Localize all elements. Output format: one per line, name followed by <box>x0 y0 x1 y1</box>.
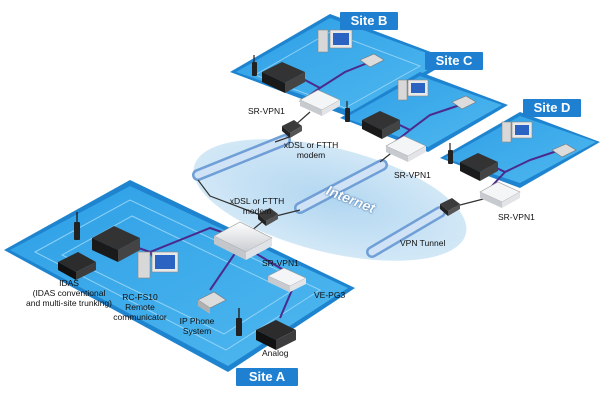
idas-label-line2: (IDAS conventional <box>32 288 106 298</box>
rc-fs10-label-line2: Remote <box>125 302 155 312</box>
pc-b <box>317 29 353 53</box>
router-d <box>479 181 521 208</box>
sr-vpn1-c-label: SR-VPN1 <box>394 170 431 180</box>
modem-a <box>258 208 278 226</box>
phone-d <box>551 143 577 158</box>
modem-a-label: xDSL or FTTH modem <box>222 196 292 216</box>
rc-fs10-label-line3: communicator <box>113 312 167 322</box>
radio-analog <box>236 308 242 336</box>
modem-b-label-line2: modem <box>296 150 326 160</box>
repeater-a <box>92 226 140 262</box>
radio-d <box>448 143 453 164</box>
ip-phone-label: IP Phone System <box>170 316 224 336</box>
phone-a <box>197 291 227 314</box>
modem-b-label-line1: xDSL or FTTH <box>283 140 339 150</box>
modem-b <box>282 120 302 138</box>
site-a-badge: Site A <box>236 368 298 386</box>
phone-b <box>359 53 385 68</box>
radio-a <box>74 212 80 240</box>
router-c <box>385 135 427 162</box>
pc-c <box>397 79 429 101</box>
repeater-d <box>460 153 498 181</box>
idas-label: IDAS (IDAS conventional and multi-site t… <box>10 278 128 308</box>
idas-label-line1: IDAS <box>59 278 79 288</box>
repeater-c <box>362 111 400 139</box>
radio-c <box>345 101 350 122</box>
router-b <box>299 89 341 116</box>
modem-a-label-line1: xDSL or FTTH <box>229 196 285 206</box>
vpn-tunnel-label: VPN Tunnel <box>400 238 446 248</box>
repeater-b <box>262 62 305 93</box>
modem-a-label-line2: modem <box>242 206 272 216</box>
modem-b-label: xDSL or FTTH modem <box>276 140 346 160</box>
phone-c <box>451 95 477 110</box>
mobile-radio-idas <box>58 252 96 280</box>
modem-d <box>440 198 460 216</box>
ve-pg3-gateway <box>267 267 307 292</box>
sr-vpn1-b-label: SR-VPN1 <box>248 106 285 116</box>
ip-phone-label-line2: System <box>182 326 212 336</box>
pc-d <box>501 121 533 143</box>
site-c-badge: Site C <box>425 52 483 70</box>
analog-label: Analog <box>262 348 289 358</box>
router-a <box>213 221 273 260</box>
rc-fs10-label: RC-FS10 Remote communicator <box>108 292 172 322</box>
rc-fs10-label-line1: RC-FS10 <box>122 292 158 302</box>
ip-phone-label-line1: IP Phone <box>179 316 215 326</box>
radio-b <box>252 55 257 76</box>
sr-vpn1-d-label: SR-VPN1 <box>498 212 535 222</box>
analog-base-radio <box>256 320 296 350</box>
site-d-badge: Site D <box>523 99 581 117</box>
idas-label-line3: and multi-site trunking) <box>26 298 112 308</box>
ve-pg3-label: VE-PG3 <box>314 290 346 300</box>
site-b-badge: Site B <box>340 12 398 30</box>
pc-a <box>137 251 179 279</box>
sr-vpn1-a-label: SR-VPN1 <box>262 258 299 268</box>
vpn-tunnels <box>192 134 446 258</box>
